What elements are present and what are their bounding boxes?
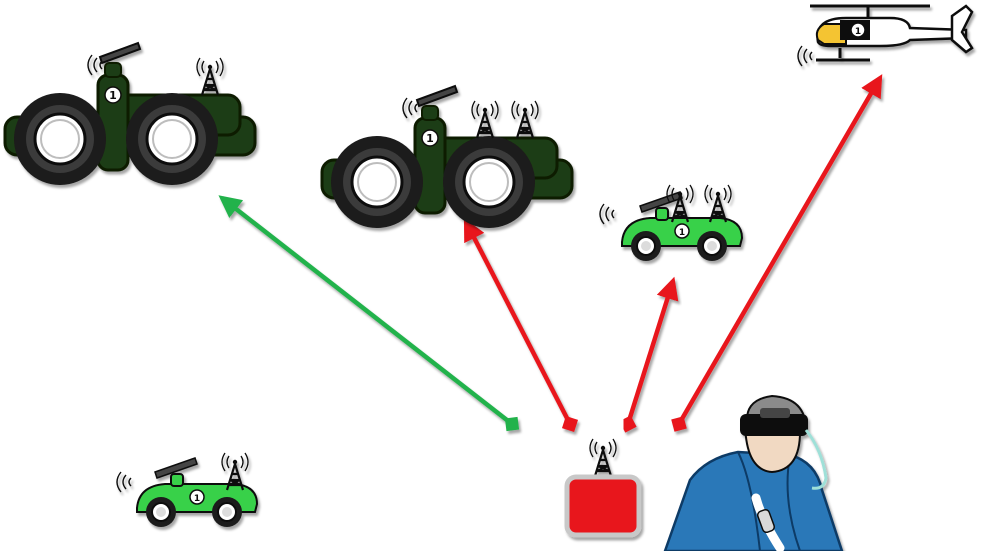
large-ground-robot-center xyxy=(322,86,572,228)
signal-waves-icon xyxy=(599,203,615,225)
operator-with-headset xyxy=(663,394,844,551)
helicopter-uav: 1 xyxy=(797,4,974,67)
antenna-icon xyxy=(665,183,695,224)
antenna-icon xyxy=(588,437,618,478)
antenna-icon xyxy=(195,56,225,97)
small-ground-robot-bottom xyxy=(116,451,257,527)
small-ground-robot-right xyxy=(599,183,742,261)
signal-waves-icon xyxy=(402,97,418,119)
large-ground-robot-left xyxy=(5,43,255,185)
link-operator-to-helicopter xyxy=(671,74,883,432)
signal-waves-icon xyxy=(116,471,132,493)
links xyxy=(218,74,883,512)
link-station-to-big-center xyxy=(463,217,579,433)
link-station-to-big-left xyxy=(218,195,520,432)
antenna-icon xyxy=(510,99,540,140)
svg-text:1: 1 xyxy=(855,27,861,37)
control-unit xyxy=(564,474,642,538)
link-station-to-small-right xyxy=(619,276,679,433)
antenna-icon xyxy=(470,99,500,140)
base-station xyxy=(564,437,642,538)
signal-waves-icon xyxy=(797,45,813,67)
antenna-icon xyxy=(703,183,733,224)
